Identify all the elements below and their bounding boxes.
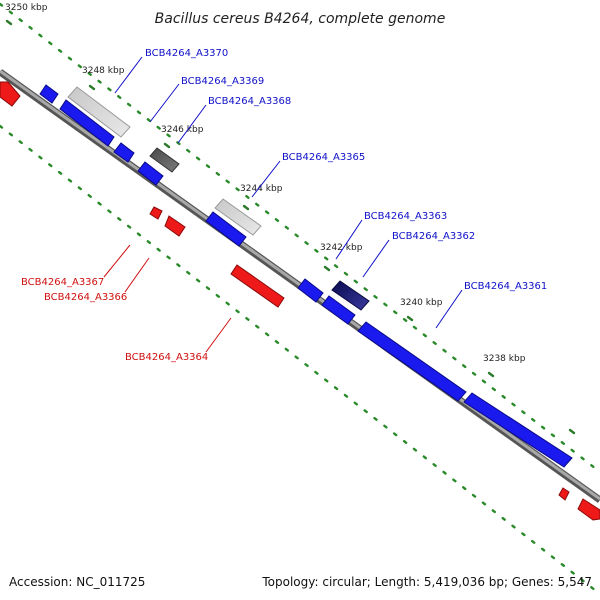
reverse-gene-arrow[interactable] [577,498,600,521]
gene-label[interactable]: BCB4264_A3362 [392,231,475,242]
forward-gene-arrow[interactable] [205,211,247,247]
forward-gene-arrow[interactable] [39,84,59,104]
accession-text: Accession: NC_011725 [9,575,145,589]
outer-tick-track [0,2,600,474]
forward-gene-arrow[interactable] [137,161,164,186]
forward-gene-arrow[interactable] [297,278,324,303]
gene-label[interactable]: BCB4264_A3368 [208,96,291,107]
gene-feature-grey[interactable] [214,198,262,236]
gene-feature-navy[interactable] [331,280,370,311]
inner-tick-track [0,124,600,596]
forward-gene-arrow[interactable] [321,295,356,325]
forward-gene-labels: BCB4264_A3370 BCB4264_A3369 BCB4264_A336… [145,48,547,292]
gene-feature-grey[interactable] [67,86,131,138]
gene-label[interactable]: BCB4264_A3361 [464,281,547,292]
kbp-label: 3246 kbp [161,125,204,135]
map-title: Bacillus cereus B4264, complete genome [155,11,446,27]
reverse-gene-arrow[interactable] [558,487,570,501]
reverse-gene-arrow[interactable] [149,206,163,220]
forward-gene-arrow[interactable] [113,142,135,163]
kbp-label: 3238 kbp [483,354,526,364]
gene-label[interactable]: BCB4264_A3366 [44,292,127,303]
kbp-label: 3240 kbp [400,298,443,308]
forward-gene-arrow[interactable] [59,99,115,147]
label-leader-lines [103,56,463,353]
gene-label[interactable]: BCB4264_A3365 [282,152,365,163]
kbp-tick-marks [5,19,576,435]
gene-label[interactable]: BCB4264_A3370 [145,48,228,59]
reverse-gene-arrow[interactable] [230,264,285,308]
gene-label[interactable]: BCB4264_A3364 [125,352,208,363]
reverse-gene-arrow[interactable] [164,215,186,237]
kbp-label: 3250 kbp [5,3,48,13]
forward-strand-features [39,84,573,468]
kbp-label: 3244 kbp [240,184,283,194]
reverse-gene-arrow[interactable] [0,81,21,107]
gene-label[interactable]: BCB4264_A3363 [364,211,447,222]
gene-label[interactable]: BCB4264_A3367 [21,277,104,288]
kbp-label: 3248 kbp [82,66,125,76]
gene-feature-dark[interactable] [149,147,180,173]
reverse-gene-labels: BCB4264_A3367 BCB4264_A3366 BCB4264_A336… [21,277,208,363]
kbp-label: 3242 kbp [320,243,363,253]
gene-label[interactable]: BCB4264_A3369 [181,76,264,87]
genome-summary-text: Topology: circular; Length: 5,419,036 bp… [261,575,592,589]
reverse-strand-features [0,81,600,521]
forward-gene-arrow[interactable] [463,392,573,468]
kbp-labels: 3250 kbp 3248 kbp 3246 kbp 3244 kbp 3242… [5,3,526,364]
forward-gene-arrow[interactable] [357,321,467,402]
